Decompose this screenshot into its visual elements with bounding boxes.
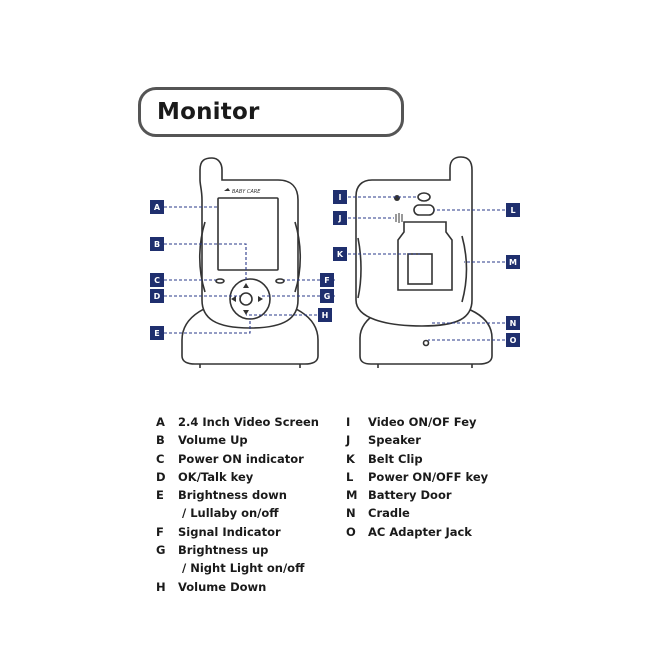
callout-tag-h: [318, 308, 332, 322]
legend-key: N: [346, 506, 356, 521]
legend-item: L Power ON/OFF key: [346, 468, 488, 486]
front-view: [181, 157, 319, 368]
legend-text: 2.4 Inch Video Screen: [178, 415, 319, 429]
legend-text: AC Adapter Jack: [368, 524, 472, 539]
callout-tag-i: [333, 190, 347, 204]
callout-tag-l: [506, 203, 520, 217]
callout-letter-h: H: [322, 311, 329, 320]
legend-item: / Night Light on/off: [156, 559, 319, 577]
legend-key: D: [156, 469, 166, 484]
power-on-off-key: [413, 204, 435, 216]
legend-item: G Brightness up: [156, 541, 319, 559]
legend-item: F Signal Indicator: [156, 523, 319, 541]
legend-text: Signal Indicator: [178, 524, 281, 539]
back-view: [355, 156, 493, 368]
legend-key: M: [346, 488, 358, 503]
legend-text: Volume Down: [178, 579, 267, 594]
callout-tag-e: [150, 326, 164, 340]
legend-text-continued: / Lullaby on/off: [182, 506, 279, 521]
callout-letter-e: E: [154, 329, 159, 338]
title-box: Monitor: [138, 87, 404, 137]
callout-letter-d: D: [154, 292, 161, 301]
callout-tag-f: [320, 273, 334, 287]
speaker-icon: [395, 213, 403, 223]
callout-letter-k: K: [337, 250, 344, 259]
legend-item: O AC Adapter Jack: [346, 523, 488, 541]
callout-tag-d: [150, 289, 164, 303]
callout-letter-c: C: [154, 276, 160, 285]
ac-adapter-jack: [422, 339, 430, 347]
legend-key: F: [156, 524, 164, 539]
legend-key: A: [156, 415, 165, 429]
callout-tag-c: [150, 273, 164, 287]
legend-text: Battery Door: [368, 488, 452, 503]
legend-text: Brightness up: [178, 543, 269, 558]
legend-item: M Battery Door: [346, 486, 488, 504]
callout-tag-g: [320, 289, 334, 303]
legend-key: H: [156, 579, 166, 594]
legend-item: C Power ON indicator: [156, 450, 319, 468]
callout-tag-o: [506, 333, 520, 347]
legend-item: I Video ON/OF Fey: [346, 413, 488, 431]
callout-letter-f: F: [324, 276, 329, 285]
legend-text: Belt Clip: [368, 451, 423, 466]
callout-tag-m: [506, 255, 520, 269]
legend-item: B Volume Up: [156, 431, 319, 449]
legend-item: A 2.4 Inch Video Screen: [156, 413, 319, 431]
legend-item: N Cradle: [346, 504, 488, 522]
callout-tags: A B CD E FG H I J K L M NO: [150, 190, 520, 347]
callout-letter-b: B: [154, 240, 160, 249]
legend-text: Power ON indicator: [178, 451, 304, 466]
legend-item: H Volume Down: [156, 578, 319, 596]
callout-letter-o: O: [510, 336, 517, 345]
legend-key: K: [346, 451, 355, 466]
callout-letter-i: I: [339, 193, 342, 202]
legend-text: Power ON/OFF key: [368, 469, 489, 484]
callout-tag-b: [150, 237, 164, 251]
callout-letter-a: A: [154, 203, 161, 212]
callout-letter-j: J: [338, 214, 342, 223]
legend-text: Speaker: [368, 433, 421, 448]
legend-text: Cradle: [368, 506, 410, 521]
callout-tag-k: [333, 247, 347, 261]
legend-item: J Speaker: [346, 431, 488, 449]
legend-key: I: [346, 415, 351, 429]
video-on-off-key: [417, 192, 431, 202]
legend-text: Volume Up: [178, 433, 248, 448]
legend-key: C: [156, 451, 165, 466]
legend-item: / Lullaby on/off: [156, 504, 319, 522]
legend-text: Video ON/OF Fey: [368, 415, 477, 429]
page-title: Monitor: [157, 99, 260, 125]
ok-talk-key: [239, 292, 253, 306]
legend-item: E Brightness down: [156, 486, 319, 504]
brand-label: BABY CARE: [232, 189, 261, 195]
power-on-indicator: [215, 278, 225, 284]
callout-tag-n: [506, 316, 520, 330]
legend-text: OK/Talk key: [178, 469, 254, 484]
legend-item: D OK/Talk key: [156, 468, 319, 486]
battery-door: [461, 235, 468, 303]
callout-letter-m: M: [509, 258, 517, 267]
legend-item: K Belt Clip: [346, 450, 488, 468]
legend-key: E: [156, 488, 164, 503]
signal-indicator: [275, 278, 285, 284]
legend-key: B: [156, 433, 165, 448]
legend-key: J: [346, 433, 351, 448]
callout-letter-g: G: [324, 292, 331, 301]
callout-letter-l: L: [510, 206, 515, 215]
video-screen: [217, 197, 279, 271]
legend-key: G: [156, 543, 166, 558]
legend-text-continued: / Night Light on/off: [182, 561, 305, 576]
callout-tag-j: [333, 211, 347, 225]
legend-text: Brightness down: [178, 488, 287, 503]
legend-key: O: [346, 524, 356, 539]
callout-letter-n: N: [510, 319, 517, 328]
legend-key: L: [346, 469, 354, 484]
callout-tag-a: [150, 200, 164, 214]
